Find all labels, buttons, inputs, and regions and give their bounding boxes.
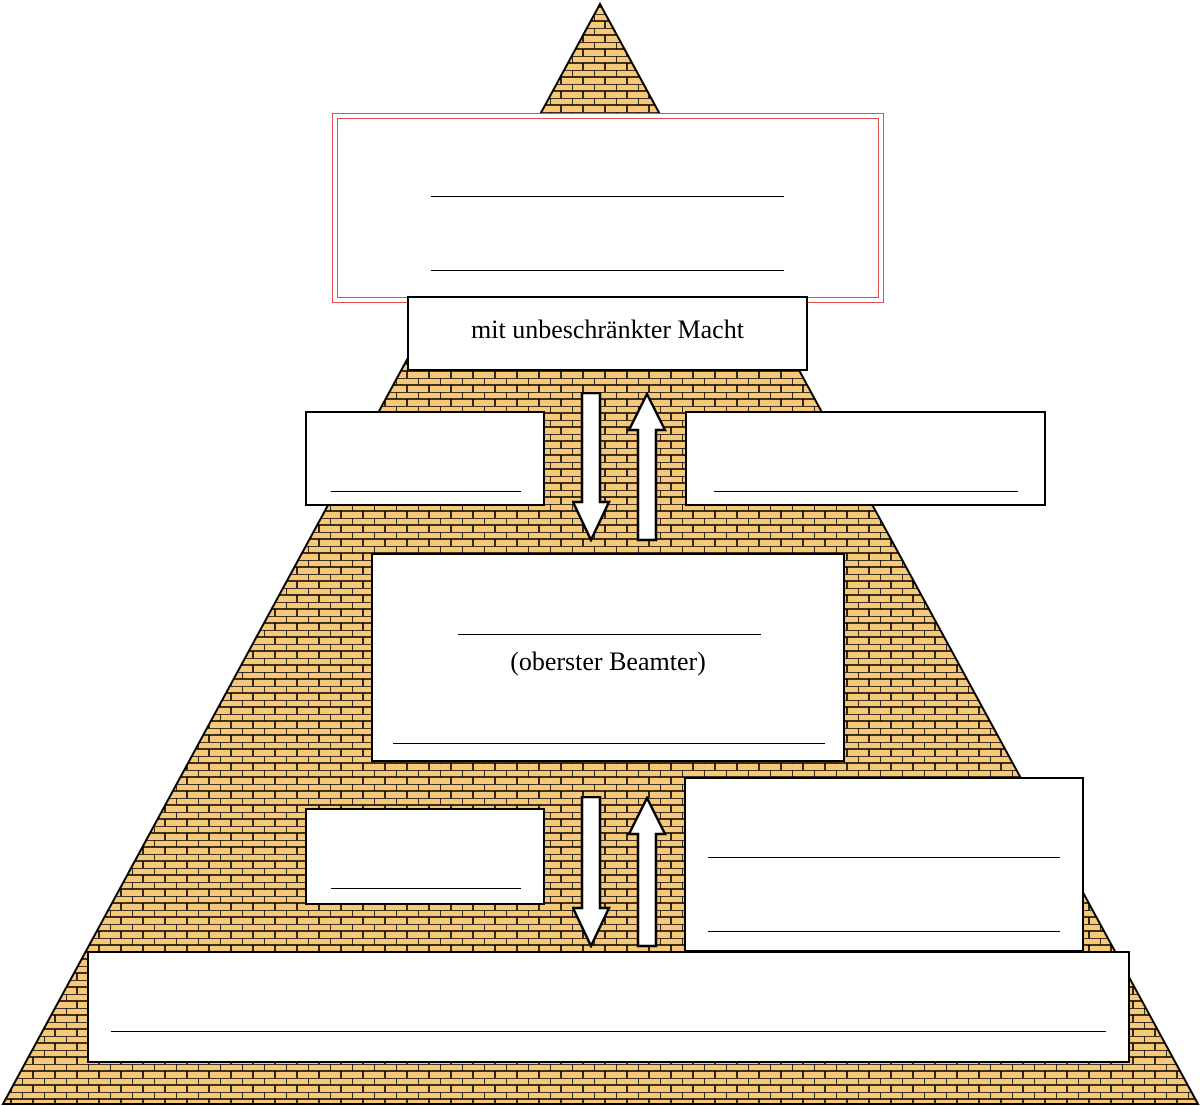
upper-right-box: [685, 411, 1046, 506]
upper-left-blank[interactable]: [331, 491, 521, 492]
ruler-blank-1[interactable]: [431, 196, 784, 197]
upper-down-arrow: [572, 392, 612, 542]
lower-right-blank-2[interactable]: [708, 931, 1060, 932]
vizier-box: (oberster Beamter): [371, 553, 845, 762]
vizier-blank-2[interactable]: [393, 743, 825, 744]
lower-right-box: [684, 777, 1084, 952]
arrow-up-icon: [629, 798, 665, 946]
ruler-box: [332, 113, 884, 303]
base-blank[interactable]: [111, 1031, 1106, 1032]
vizier-note-label: (oberster Beamter): [373, 647, 843, 677]
ruler-power-box: mit unbeschränkter Macht: [407, 296, 808, 371]
lower-left-box: [305, 808, 545, 905]
vizier-blank-1[interactable]: [458, 634, 761, 635]
arrow-up-icon: [629, 394, 665, 540]
lower-up-arrow: [627, 796, 667, 948]
base-box: [87, 951, 1130, 1063]
ruler-blank-2[interactable]: [431, 270, 784, 271]
lower-right-blank-1[interactable]: [708, 857, 1060, 858]
upper-up-arrow: [627, 392, 667, 542]
lower-down-arrow: [572, 796, 612, 948]
upper-right-blank[interactable]: [714, 491, 1018, 492]
arrow-down-icon: [573, 393, 609, 540]
ruler-power-label: mit unbeschränkter Macht: [409, 315, 806, 345]
lower-left-blank[interactable]: [331, 888, 521, 889]
ruler-box-inner-border: [337, 118, 879, 298]
upper-left-box: [305, 411, 545, 506]
arrow-down-icon: [573, 797, 609, 946]
